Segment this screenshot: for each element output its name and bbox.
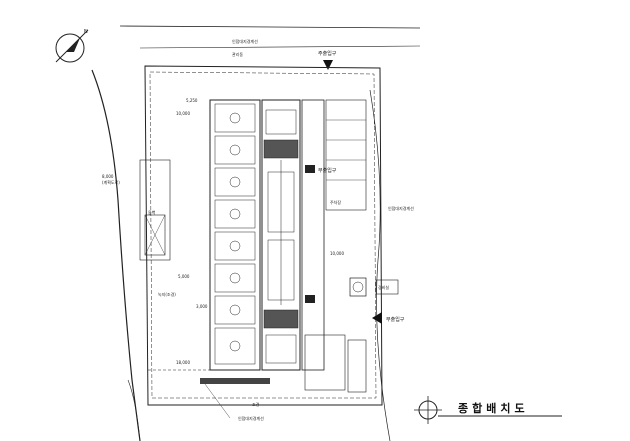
bottom-label: 조경 [252, 401, 260, 407]
building-right-wing [301, 99, 325, 371]
dim-1-label: 5,250 [186, 98, 198, 103]
facility-top-label: 관리동 [232, 51, 243, 57]
north-arrow-icon: N [55, 29, 89, 63]
facility-right-label: 경비실 [378, 284, 389, 290]
dim-2-label: 10,000 [176, 111, 190, 116]
main-entrance-marker: 주출입구 [318, 50, 337, 70]
mid-label: 부출입구 [318, 167, 337, 174]
title-block: 종합배치도 [414, 396, 562, 424]
left-wing-rooms [214, 103, 256, 365]
left-label: 옹벽 [148, 209, 156, 215]
parking-area: 주차장 [325, 99, 367, 211]
sub-entrance-label: 부출입구 [386, 316, 405, 323]
road-width-label: 8,000 [102, 174, 114, 179]
sub-entrance-marker: 부출입구 [372, 312, 405, 324]
dim-6-label: 5,000 [178, 274, 190, 279]
north-label: N [84, 29, 88, 35]
building-left-wing [209, 99, 261, 371]
center-label: 녹지(조경) [158, 291, 176, 297]
boundary-bottom-label: 인접대지경계선 [238, 415, 264, 421]
boundary-top-label: 인접대지경계선 [232, 38, 258, 44]
drawing-title: 종합배치도 [458, 401, 529, 415]
road-edge-left [91, 69, 141, 441]
parking-label: 주차장 [330, 199, 341, 205]
dim-5-label: 18,000 [176, 360, 190, 365]
road-note-label: (계획도로) [102, 179, 120, 185]
site-boundary-right [369, 89, 391, 441]
site-boundary [144, 65, 383, 406]
building-center-wing [261, 99, 301, 371]
dim-4-label: 10,000 [330, 251, 344, 256]
main-entrance-label: 주출입구 [318, 50, 337, 57]
boundary-right-label: 인접대지경계선 [388, 205, 414, 211]
dim-3-label: 3,000 [196, 304, 208, 309]
